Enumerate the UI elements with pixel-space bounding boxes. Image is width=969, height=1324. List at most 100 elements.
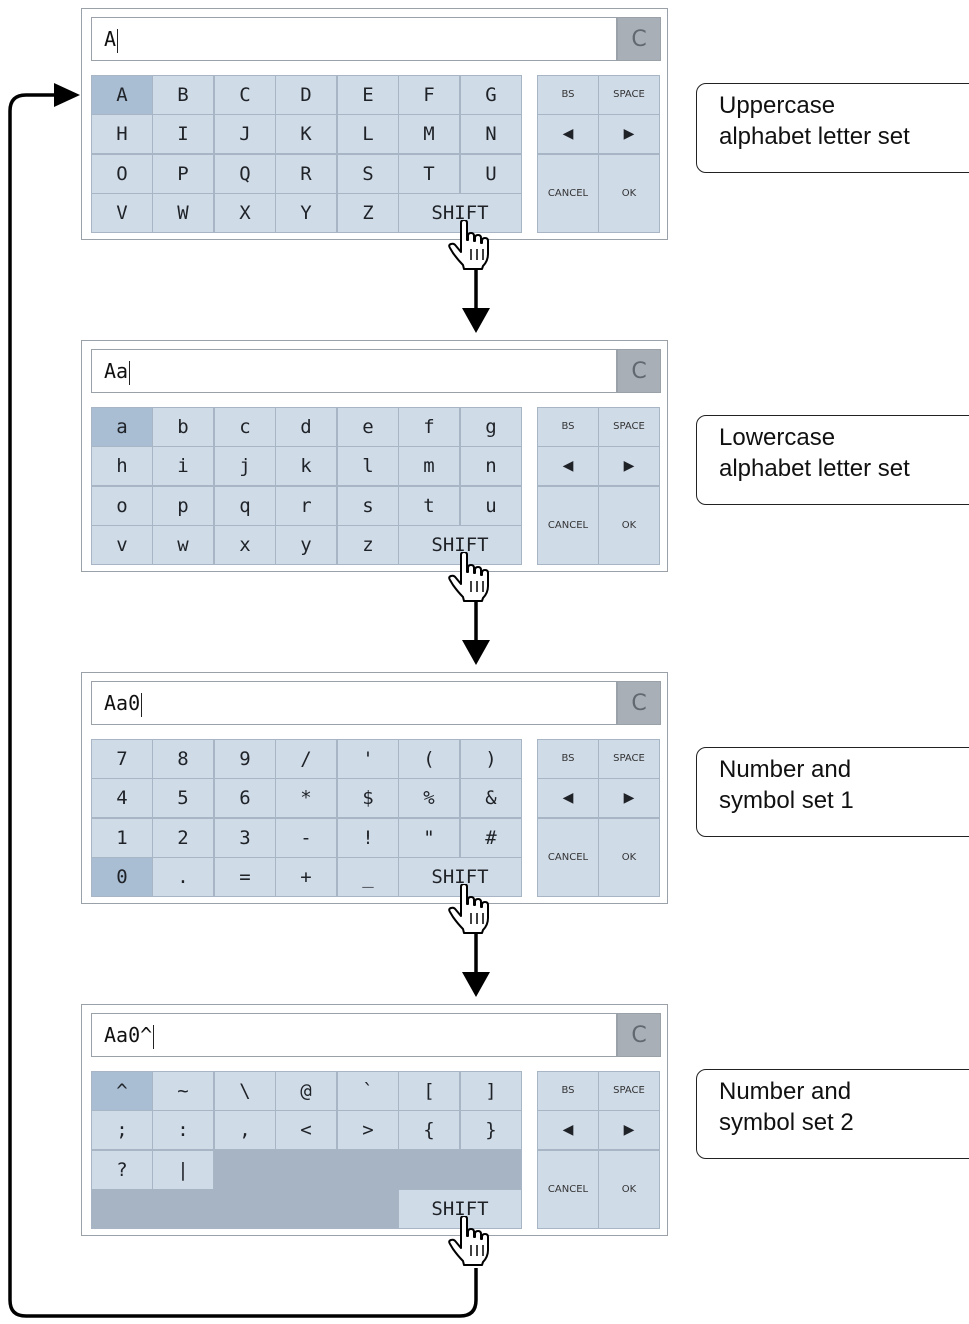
key-char[interactable]: < [275,1110,337,1150]
key-char[interactable]: $ [337,778,399,818]
key-char[interactable]: d [275,407,337,447]
key-char[interactable]: ~ [152,1071,214,1111]
key-char[interactable]: | [152,1150,214,1190]
cursor-right-button[interactable]: ▶ [598,446,660,486]
key-char[interactable]: & [460,778,522,818]
key-char[interactable]: B [152,75,214,115]
key-char[interactable]: X [214,193,276,233]
key-char[interactable]: j [214,446,276,486]
key-char[interactable]: R [275,154,337,194]
key-char[interactable]: S [337,154,399,194]
key-char[interactable]: / [275,739,337,779]
key-char[interactable]: ( [398,739,460,779]
key-char[interactable]: " [398,818,460,858]
key-char[interactable]: G [460,75,522,115]
key-char[interactable]: t [398,486,460,526]
key-char[interactable]: o [91,486,153,526]
shift-button[interactable]: SHIFT [398,857,522,897]
key-char[interactable]: ) [460,739,522,779]
backspace-button[interactable]: BS [537,739,599,779]
key-char[interactable]: Y [275,193,337,233]
key-char[interactable]: @ [275,1071,337,1111]
shift-button[interactable]: SHIFT [398,1189,522,1229]
key-char[interactable]: z [337,525,399,565]
key-char[interactable]: a [91,407,153,447]
key-char[interactable]: 9 [214,739,276,779]
key-char[interactable]: > [337,1110,399,1150]
key-char[interactable]: n [460,446,522,486]
clear-button[interactable]: C [617,1013,661,1057]
key-char[interactable]: [ [398,1071,460,1111]
key-char[interactable]: k [275,446,337,486]
key-char[interactable]: 4 [91,778,153,818]
key-char[interactable]: e [337,407,399,447]
key-char[interactable]: x [214,525,276,565]
key-char[interactable]: f [398,407,460,447]
key-char[interactable]: 5 [152,778,214,818]
key-char[interactable]: O [91,154,153,194]
space-button[interactable]: SPACE [598,1071,660,1111]
key-char[interactable]: l [337,446,399,486]
cursor-right-button[interactable]: ▶ [598,778,660,818]
key-char[interactable]: 6 [214,778,276,818]
cursor-left-button[interactable]: ◀ [537,446,599,486]
key-char[interactable]: E [337,75,399,115]
key-char[interactable]: 2 [152,818,214,858]
text-input-field[interactable]: Aa0^ [91,1013,617,1057]
key-char[interactable]: . [152,857,214,897]
key-char[interactable]: = [214,857,276,897]
key-char[interactable]: % [398,778,460,818]
text-input-field[interactable]: Aa [91,349,617,393]
clear-button[interactable]: C [617,17,661,61]
key-char[interactable]: ? [91,1150,153,1190]
space-button[interactable]: SPACE [598,75,660,115]
cursor-left-button[interactable]: ◀ [537,778,599,818]
text-input-field[interactable]: A [91,17,617,61]
key-char[interactable]: Q [214,154,276,194]
key-char[interactable]: W [152,193,214,233]
key-char[interactable]: u [460,486,522,526]
key-char[interactable]: # [460,818,522,858]
key-char[interactable]: h [91,446,153,486]
key-char[interactable]: 1 [91,818,153,858]
key-char[interactable]: C [214,75,276,115]
key-char[interactable]: H [91,114,153,154]
key-char[interactable]: 8 [152,739,214,779]
key-char[interactable]: - [275,818,337,858]
key-char[interactable]: N [460,114,522,154]
shift-button[interactable]: SHIFT [398,525,522,565]
key-char[interactable]: i [152,446,214,486]
space-button[interactable]: SPACE [598,407,660,447]
cursor-right-button[interactable]: ▶ [598,114,660,154]
key-char[interactable]: L [337,114,399,154]
key-char[interactable]: v [91,525,153,565]
ok-button[interactable]: OK [598,818,660,897]
key-char[interactable]: r [275,486,337,526]
key-char[interactable]: * [275,778,337,818]
clear-button[interactable]: C [617,349,661,393]
ok-button[interactable]: OK [598,154,660,233]
cursor-right-button[interactable]: ▶ [598,1110,660,1150]
key-char[interactable]: A [91,75,153,115]
key-char[interactable]: 7 [91,739,153,779]
key-char[interactable]: \ [214,1071,276,1111]
key-char[interactable]: F [398,75,460,115]
key-char[interactable]: P [152,154,214,194]
key-char[interactable]: _ [337,857,399,897]
ok-button[interactable]: OK [598,486,660,565]
key-char[interactable]: w [152,525,214,565]
key-char[interactable]: ] [460,1071,522,1111]
key-char[interactable]: ; [91,1110,153,1150]
space-button[interactable]: SPACE [598,739,660,779]
key-char[interactable]: { [398,1110,460,1150]
key-char[interactable]: I [152,114,214,154]
cancel-button[interactable]: CANCEL [537,154,599,233]
key-char[interactable]: ! [337,818,399,858]
key-char[interactable]: } [460,1110,522,1150]
backspace-button[interactable]: BS [537,407,599,447]
cursor-left-button[interactable]: ◀ [537,1110,599,1150]
cursor-left-button[interactable]: ◀ [537,114,599,154]
backspace-button[interactable]: BS [537,1071,599,1111]
key-char[interactable]: Z [337,193,399,233]
key-char[interactable]: p [152,486,214,526]
